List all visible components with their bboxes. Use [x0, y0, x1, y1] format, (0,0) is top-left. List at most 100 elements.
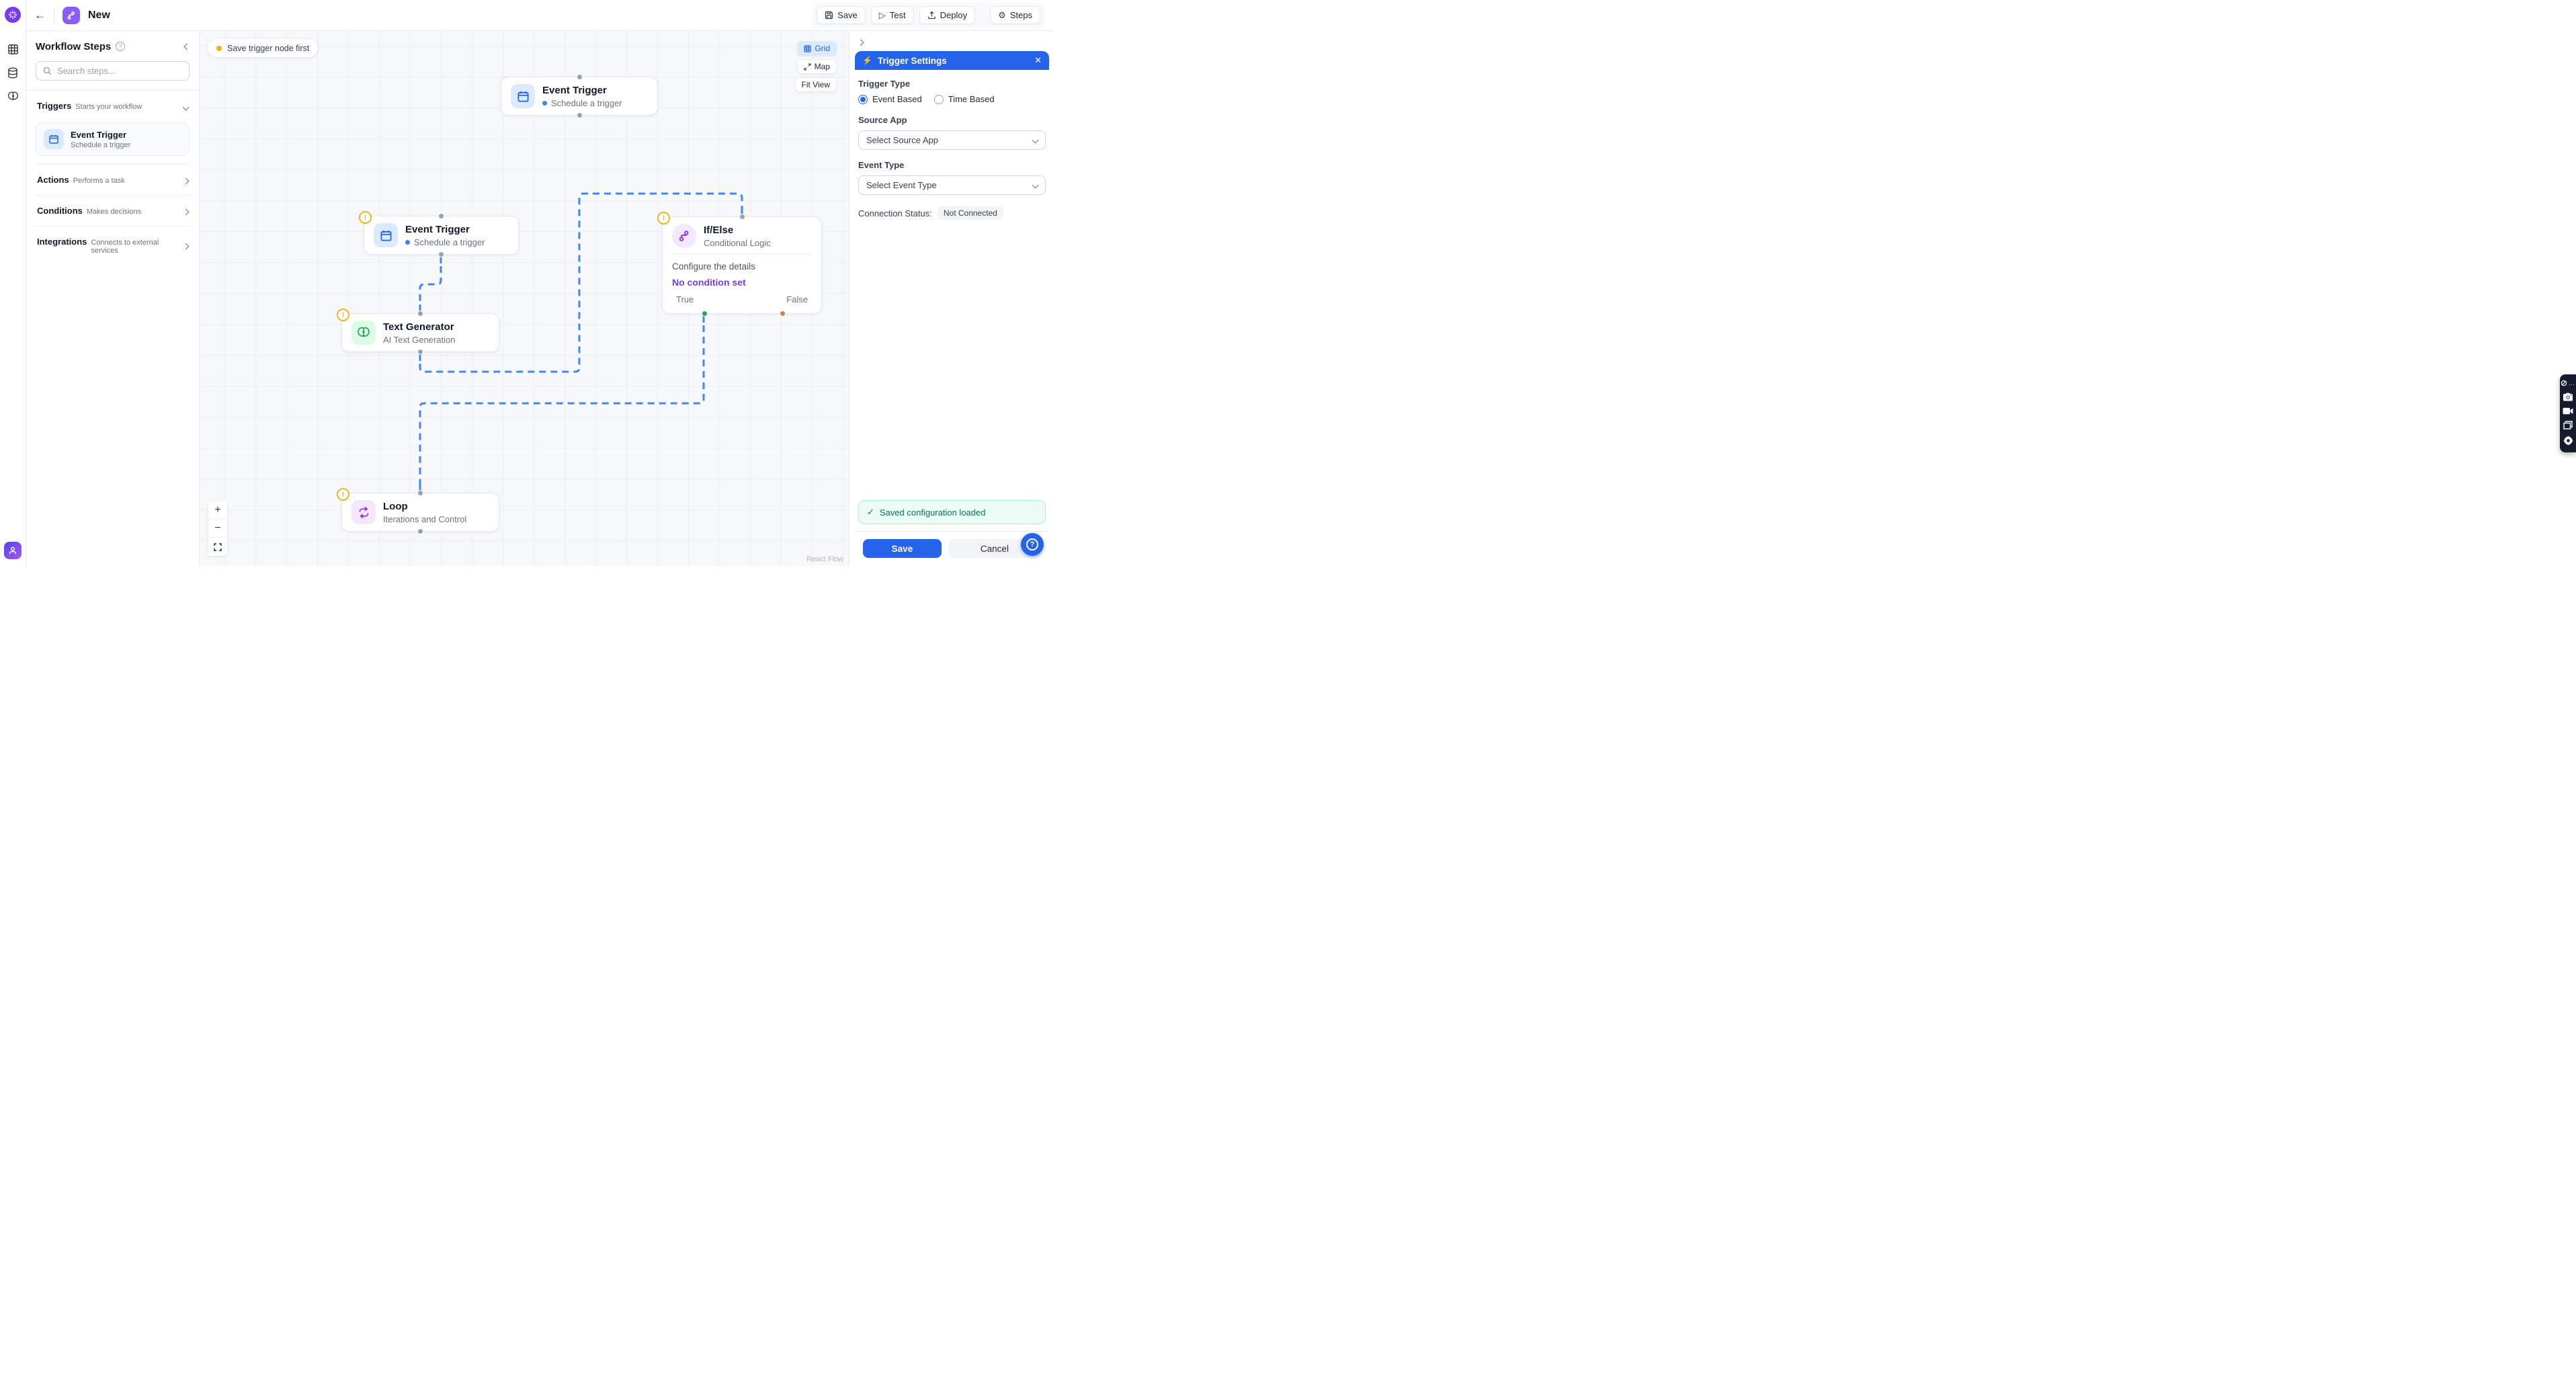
chevron-down-icon — [1032, 136, 1039, 144]
connection-status-label: Connection Status: — [858, 208, 932, 218]
radio-time-based[interactable]: Time Based — [933, 94, 995, 104]
event-type-label: Event Type — [858, 160, 905, 170]
grid-apps-icon[interactable] — [7, 43, 19, 55]
node-handle[interactable] — [739, 214, 745, 220]
panel-footer: Save Cancel — [855, 531, 1049, 566]
test-button[interactable]: ▷ Test — [870, 6, 914, 24]
node-loop[interactable]: ! Loop Iterations and Control — [337, 488, 499, 534]
grid-toggle-button[interactable]: Grid — [797, 41, 837, 56]
node-handle[interactable] — [417, 490, 423, 496]
video-camera-icon[interactable] — [2563, 407, 2573, 415]
grid-icon — [804, 44, 811, 52]
status-dot — [405, 239, 410, 245]
configure-hint: Configure the details — [672, 261, 755, 272]
copy-windows-icon[interactable] — [2563, 421, 2573, 430]
chevron-down-icon — [182, 101, 190, 113]
zoom-in-button[interactable]: + — [208, 501, 227, 520]
node-event-trigger-1[interactable]: Event Trigger Schedule a trigger — [501, 74, 658, 118]
notice-dot — [216, 45, 222, 51]
node-event-trigger-2[interactable]: ! Event Trigger Schedule a trigger — [359, 211, 519, 257]
search-icon — [43, 67, 52, 75]
sidebar-section-triggers[interactable]: Triggers Starts your workflow — [36, 91, 190, 121]
database-icon[interactable] — [7, 67, 19, 79]
left-rail — [0, 0, 26, 566]
brain-icon[interactable] — [7, 90, 19, 102]
question-icon: ? — [1026, 538, 1038, 551]
header-actions: Save ▷ Test Deploy ⚙ Steps — [813, 3, 1044, 28]
node-handle[interactable] — [576, 112, 583, 118]
more-icon[interactable]: … — [2569, 379, 2575, 386]
sidebar-collapse-icon[interactable] — [183, 40, 191, 52]
warning-icon: ! — [337, 309, 349, 321]
extension-logo-icon[interactable] — [2561, 380, 2567, 386]
gear-icon: ⚙ — [998, 10, 1006, 20]
sidebar-section-actions[interactable]: Actions Performs a task — [36, 165, 190, 195]
false-handle[interactable] — [780, 311, 786, 317]
radio-event-based[interactable]: Event Based — [858, 94, 922, 104]
upload-icon — [927, 11, 936, 19]
workflow-canvas[interactable]: Save trigger node first Grid Map Fit Vie… — [200, 31, 849, 566]
camera-icon[interactable] — [2563, 393, 2573, 401]
sidebar-title: Workflow Steps — [36, 40, 112, 52]
top-bar: ← New Save ▷ Test Deploy — [26, 0, 1054, 31]
save-button[interactable]: Save — [817, 6, 866, 24]
sidebar-divider — [26, 90, 199, 91]
node-if-else[interactable]: ! If/Else Conditional Logic Configure — [657, 212, 822, 317]
chevron-right-icon — [182, 240, 190, 252]
zoom-controls: + − — [208, 501, 227, 556]
node-handle[interactable] — [417, 311, 423, 317]
workflow-app-icon — [63, 6, 80, 24]
node-handle[interactable] — [438, 251, 444, 257]
saved-config-alert: ✓ Saved configuration loaded — [858, 500, 1046, 524]
event-type-select[interactable]: Select Event Type — [858, 175, 1046, 195]
node-handle[interactable] — [417, 349, 423, 355]
deploy-button[interactable]: Deploy — [919, 6, 976, 24]
radio-icon[interactable] — [858, 94, 868, 104]
fit-view-icon-button[interactable] — [208, 538, 227, 556]
steps-button[interactable]: ⚙ Steps — [990, 6, 1040, 24]
workflow-steps-sidebar: Workflow Steps ? Triggers Starts your wo… — [26, 31, 200, 566]
chevron-right-icon — [182, 175, 190, 187]
lightning-icon: ⚡ — [862, 56, 872, 65]
search-steps-box — [36, 61, 190, 81]
close-icon[interactable]: ✕ — [1034, 55, 1042, 65]
brain-icon — [351, 321, 376, 345]
status-dot — [542, 100, 547, 106]
save-icon — [825, 11, 833, 19]
fit-view-button[interactable]: Fit View — [794, 77, 837, 92]
true-handle[interactable] — [702, 311, 708, 317]
brand-logo-icon[interactable] — [5, 7, 21, 23]
app-window: ← New Save ▷ Test Deploy — [0, 0, 1054, 566]
sidebar-section-integrations[interactable]: Integrations Connects to external servic… — [36, 227, 190, 263]
node-handle[interactable] — [417, 528, 423, 534]
node-handle[interactable] — [438, 213, 444, 219]
panel-save-button[interactable]: Save — [863, 539, 942, 558]
warning-icon: ! — [337, 488, 349, 501]
source-app-label: Source App — [858, 115, 907, 125]
back-icon[interactable]: ← — [34, 9, 46, 22]
sidebar-help-icon[interactable]: ? — [116, 42, 126, 51]
sidebar-item-event-trigger[interactable]: Event Trigger Schedule a trigger — [36, 122, 190, 156]
chevron-right-icon — [182, 206, 190, 218]
panel-collapse-icon[interactable] — [849, 31, 1054, 51]
save-trigger-notice: Save trigger node first — [208, 39, 319, 57]
zoom-out-button[interactable]: − — [208, 520, 227, 538]
sidebar-section-conditions[interactable]: Conditions Makes decisions — [36, 196, 190, 226]
trigger-type-label: Trigger Type — [858, 79, 911, 89]
search-steps-input[interactable] — [57, 66, 182, 76]
node-text-generator[interactable]: ! Text Generator AI Text Generation — [337, 309, 499, 355]
user-avatar[interactable] — [4, 542, 22, 559]
map-toggle-button[interactable]: Map — [796, 59, 837, 74]
react-flow-attribution: React Flow — [806, 555, 843, 563]
calendar-icon — [44, 129, 64, 149]
warning-icon: ! — [657, 212, 670, 225]
help-button[interactable]: ? — [1021, 533, 1044, 556]
loop-icon — [351, 500, 376, 524]
source-app-select[interactable]: Select Source App — [858, 130, 1046, 150]
panel-title: Trigger Settings — [877, 55, 947, 66]
settings-gear-icon[interactable] — [2563, 436, 2573, 446]
radio-icon[interactable] — [933, 94, 944, 104]
extension-toolbar: … — [2560, 374, 2576, 452]
expand-arrows-icon — [804, 63, 811, 71]
node-handle[interactable] — [576, 74, 583, 80]
